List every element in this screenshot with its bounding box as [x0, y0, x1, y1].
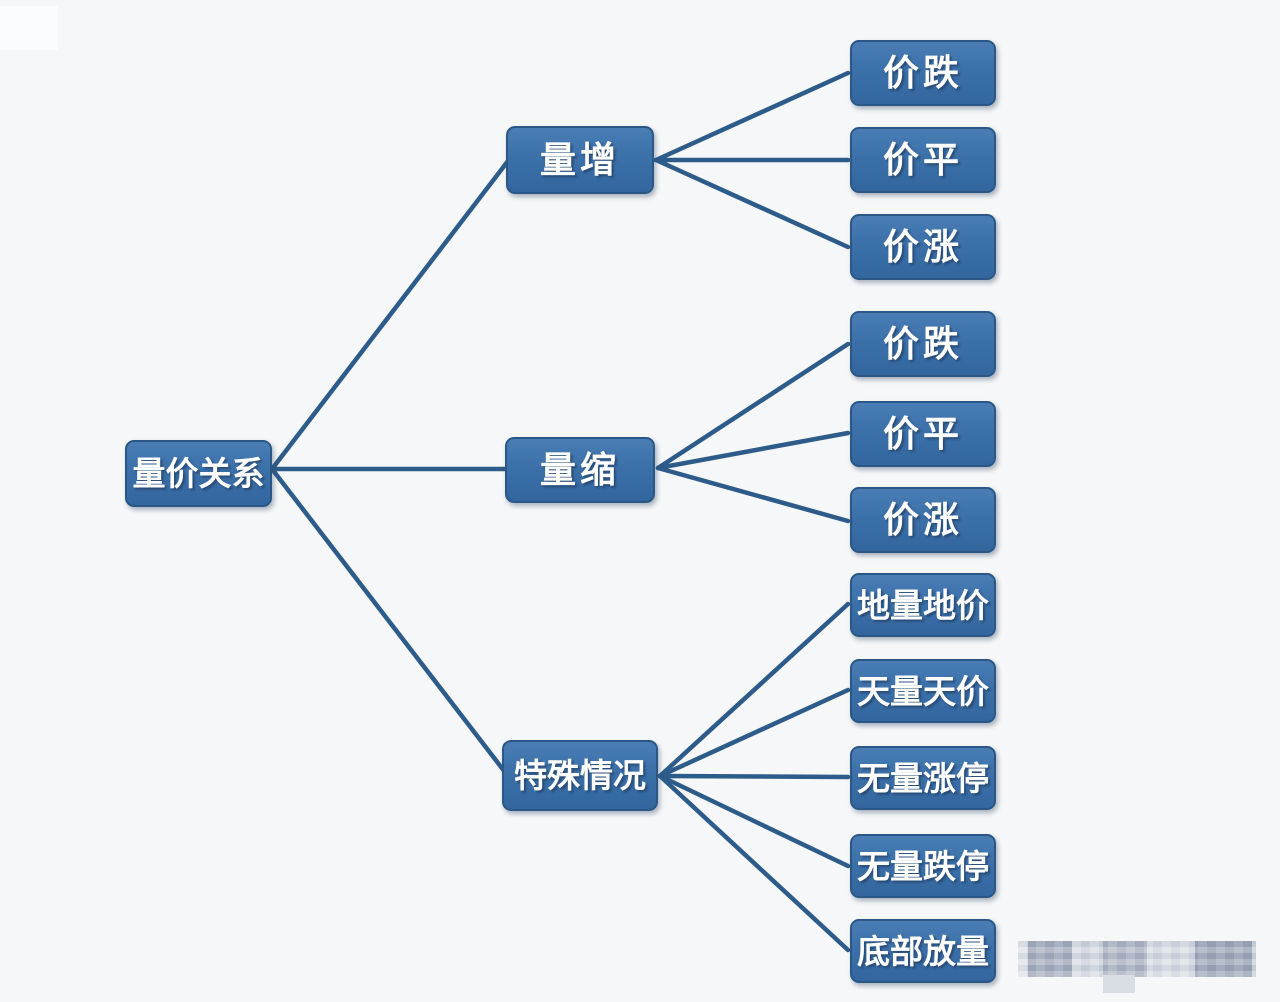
connector-root-volume-increase [269, 158, 511, 472]
node-root-volume-price-relation: 量价关系 [125, 440, 272, 507]
node-vs-price-rise: 价涨 [850, 487, 996, 553]
node-vs-price-fall: 价跌 [850, 311, 996, 377]
connector-vs-price-rise [655, 465, 851, 524]
connector-sc-sky [657, 687, 851, 779]
connector-sc-bottom-vol [657, 773, 851, 953]
node-sc-bottom-volume-surge: 底部放量 [850, 919, 996, 983]
connector-vi-price-fall [653, 70, 851, 163]
connector-vs-price-flat [655, 430, 851, 471]
node-vi-price-fall: 价跌 [850, 40, 996, 106]
pixelated-watermark [1018, 941, 1256, 977]
node-sc-no-volume-limit-down: 无量跌停 [850, 834, 996, 898]
connector-vi-price-rise [653, 157, 851, 250]
connector-sc-limit-up [657, 773, 851, 780]
node-volume-shrink: 量缩 [505, 437, 655, 503]
pixelated-watermark-tab [1103, 975, 1135, 993]
node-sc-no-volume-limit-up: 无量涨停 [850, 746, 996, 810]
node-sc-sky-volume-sky-price: 天量天价 [850, 659, 996, 723]
corner-smudge [0, 6, 58, 50]
node-volume-increase: 量增 [506, 126, 654, 194]
connector-root-special-cases [269, 466, 511, 779]
node-special-cases: 特殊情况 [502, 740, 658, 811]
connector-sc-ground [657, 601, 851, 779]
node-vi-price-flat: 价平 [850, 127, 996, 193]
connector-sc-limit-down [657, 773, 851, 869]
node-vs-price-flat: 价平 [850, 401, 996, 467]
connector-vs-price-fall [655, 341, 851, 471]
node-sc-ground-volume-ground-price: 地量地价 [850, 573, 996, 637]
node-vi-price-rise: 价涨 [850, 214, 996, 280]
